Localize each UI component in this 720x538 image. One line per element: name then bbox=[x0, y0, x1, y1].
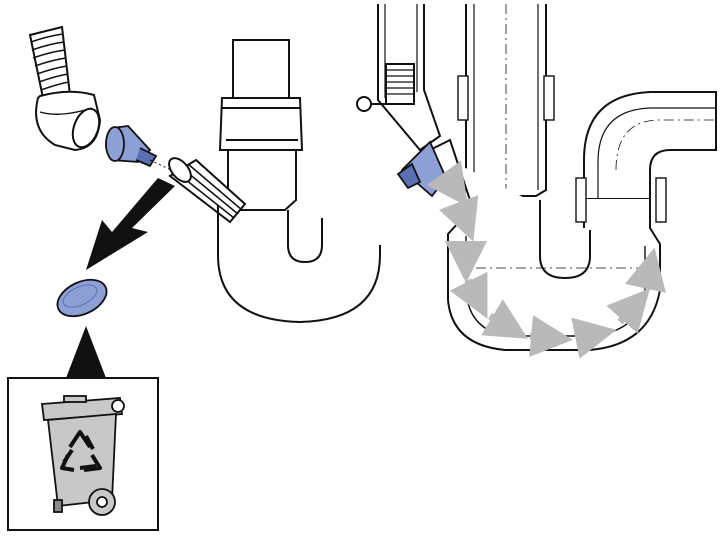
siphon-left bbox=[168, 39, 381, 324]
hose-elbow-adapter bbox=[28, 25, 102, 152]
recycle-icon bbox=[60, 430, 102, 472]
arrow-down-icon bbox=[66, 326, 106, 378]
siphon-cross-section bbox=[356, 4, 717, 351]
arrow-down-left-icon bbox=[86, 178, 175, 270]
flow-arrows bbox=[426, 160, 666, 359]
removed-cap-disk bbox=[56, 278, 108, 318]
check-valve-insert bbox=[105, 125, 158, 168]
trash-bin-icon bbox=[40, 395, 125, 516]
recycle-bin-panel bbox=[7, 377, 159, 531]
